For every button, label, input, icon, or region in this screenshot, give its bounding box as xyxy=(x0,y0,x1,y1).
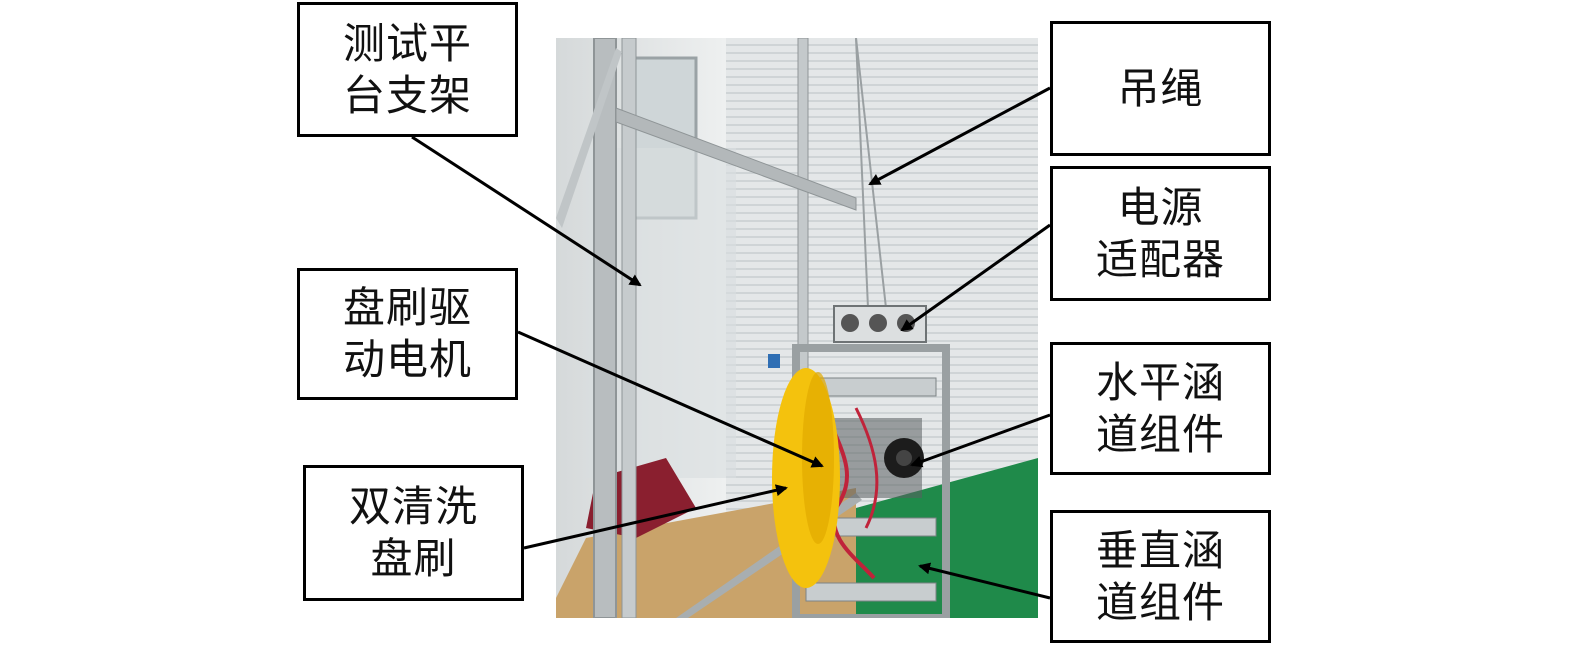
adapter-fan-3 xyxy=(897,314,915,332)
adapter-fan-2 xyxy=(869,314,887,332)
label-test-platform-frame: 测试平 台支架 xyxy=(297,2,518,137)
label-power-adapter-text: 电源 适配器 xyxy=(1095,182,1225,284)
label-dual-cleaning-brush-text: 双清洗 盘刷 xyxy=(348,482,478,583)
label-test-platform-frame-text: 测试平 台支架 xyxy=(342,18,472,120)
label-brush-drive-motor: 盘刷驱 动电机 xyxy=(297,268,518,400)
frame-crossbar xyxy=(615,107,857,211)
frame-upright-left xyxy=(593,38,617,618)
label-hanging-rope-text: 吊绳 xyxy=(1117,63,1204,113)
label-horizontal-culvert-assembly: 水平涵 道组件 xyxy=(1050,342,1271,475)
label-dual-cleaning-brush: 双清洗 盘刷 xyxy=(303,465,524,601)
adapter-fan-1 xyxy=(841,314,859,332)
label-horizontal-culvert-assembly-text: 水平涵 道组件 xyxy=(1095,357,1225,459)
label-vertical-culvert-assembly-text: 垂直涵 道组件 xyxy=(1095,525,1225,627)
label-brush-drive-motor-text: 盘刷驱 动电机 xyxy=(342,283,472,384)
horizontal-bar-bottom xyxy=(805,582,937,602)
label-vertical-culvert-assembly: 垂直涵 道组件 xyxy=(1050,510,1271,643)
label-power-adapter: 电源 适配器 xyxy=(1050,166,1271,301)
motor-cap xyxy=(768,354,780,368)
label-hanging-rope: 吊绳 xyxy=(1050,21,1271,156)
rope-1 xyxy=(855,38,869,309)
test-rig-photo xyxy=(556,38,1038,618)
